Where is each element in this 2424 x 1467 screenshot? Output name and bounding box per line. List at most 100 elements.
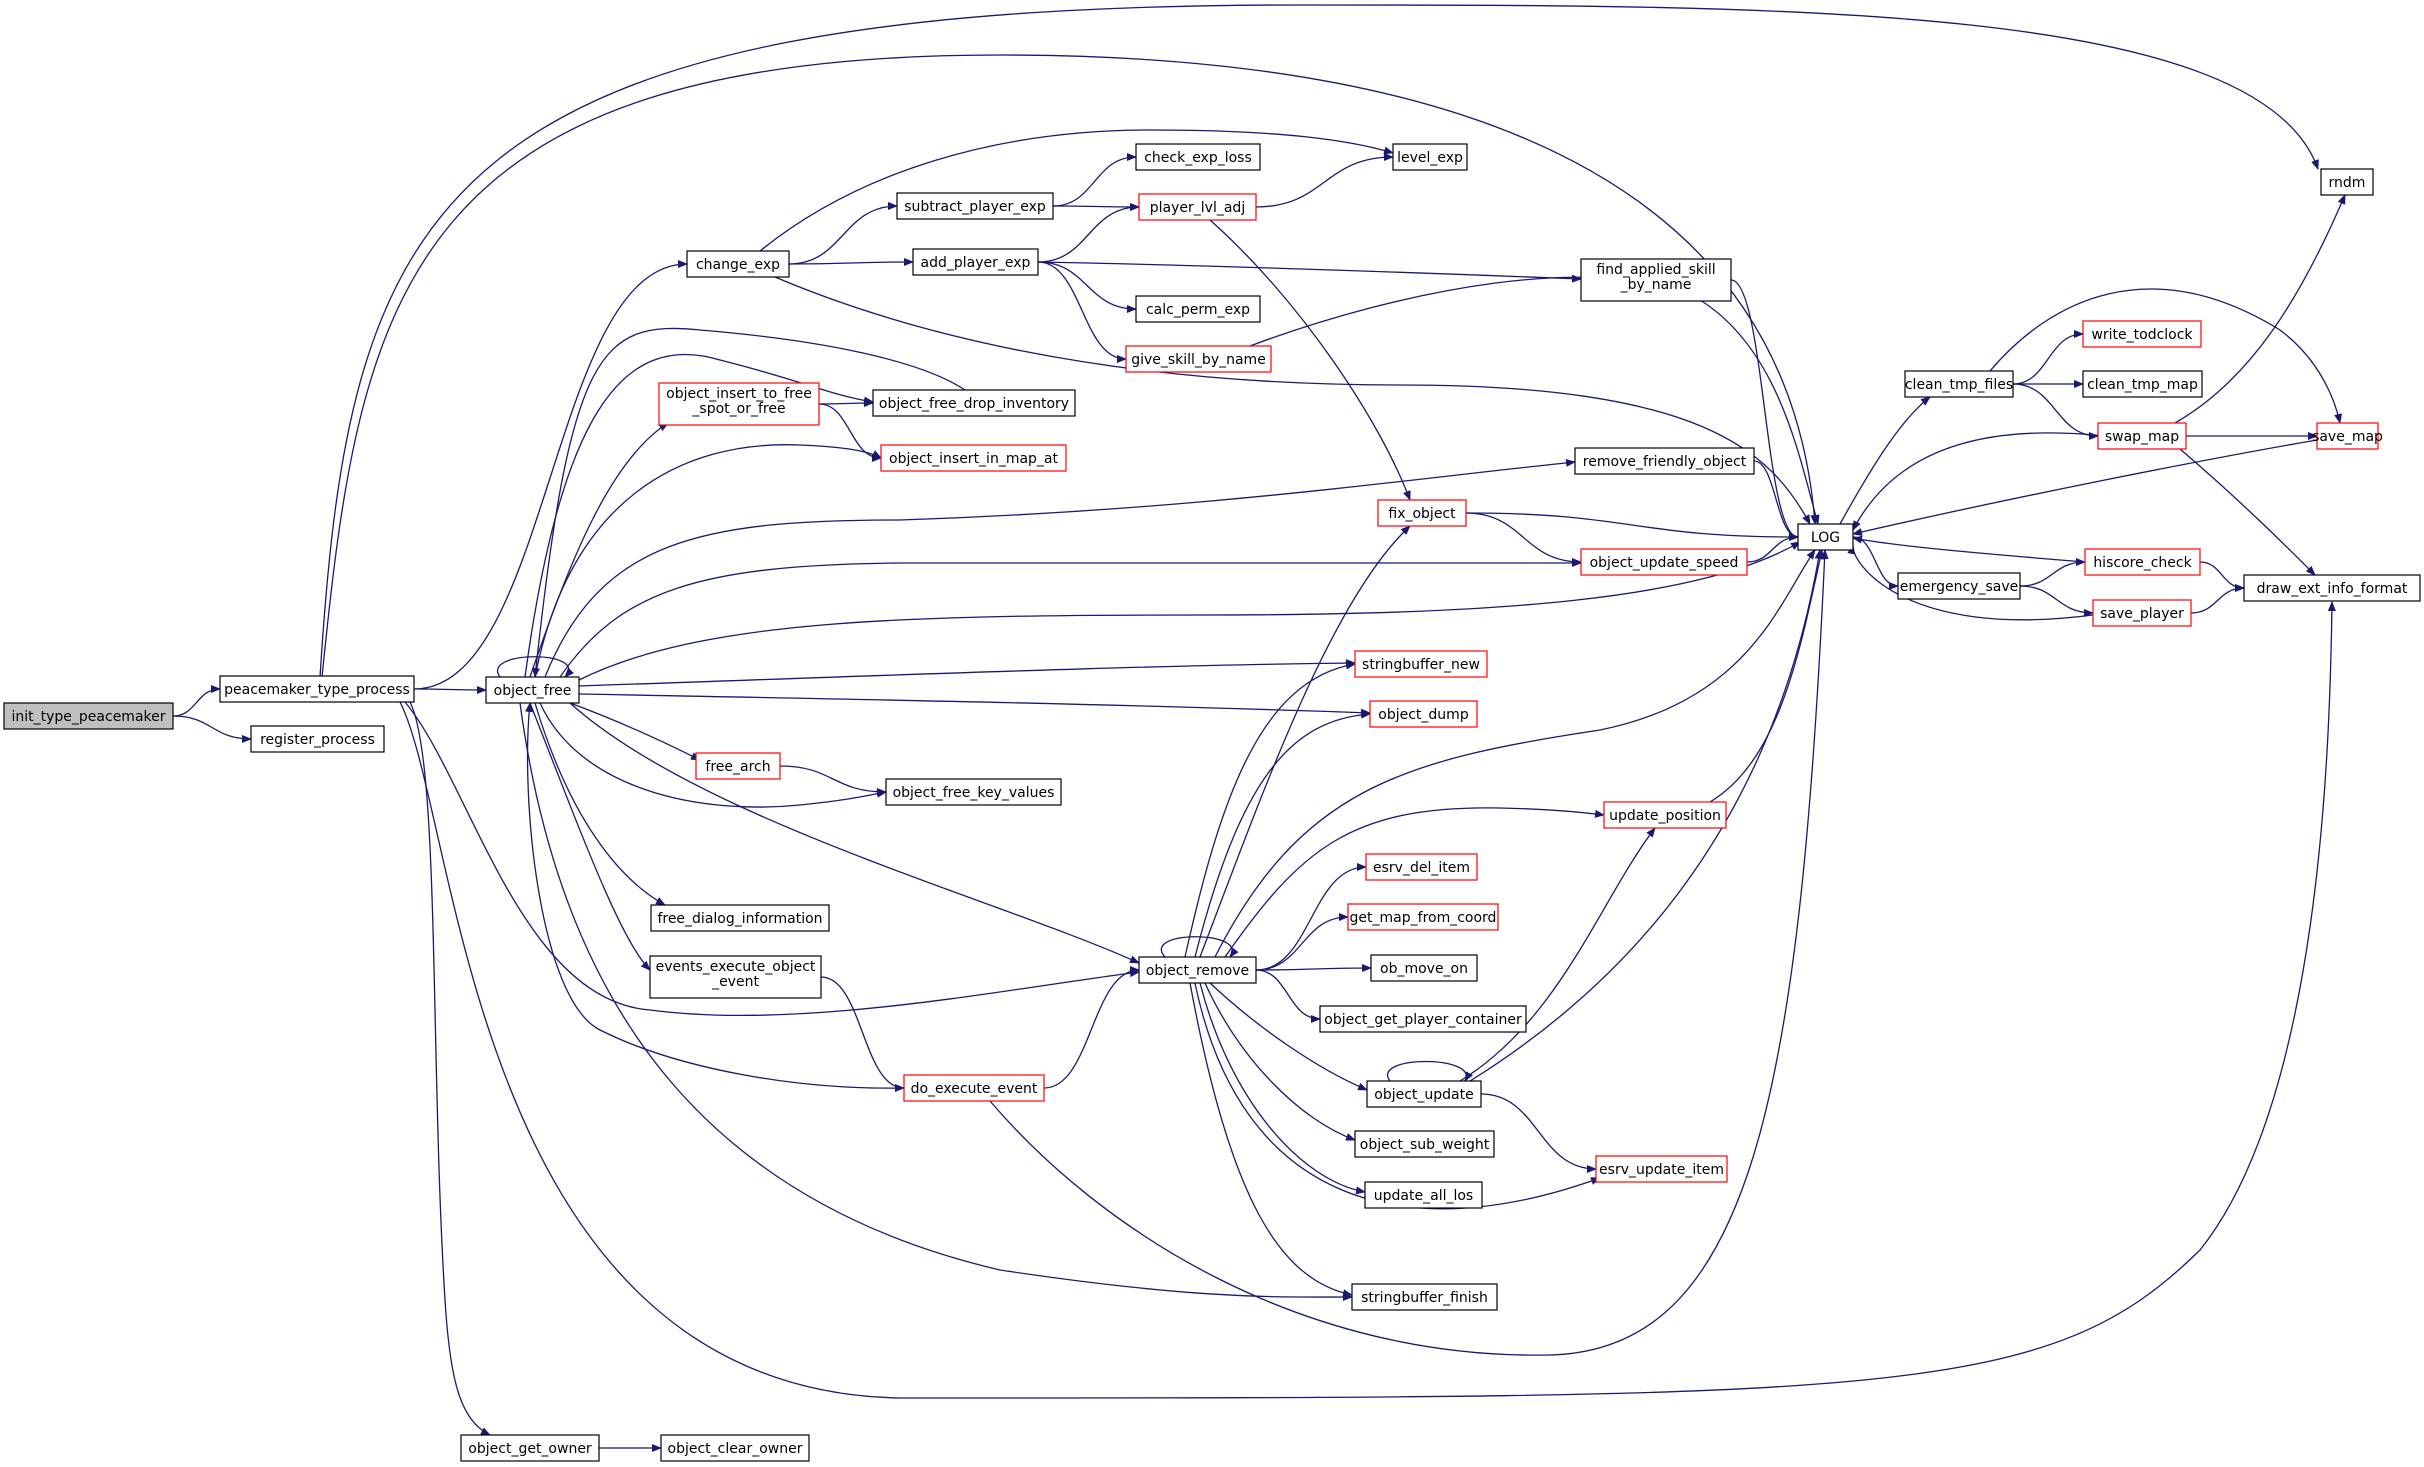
node-box[interactable] [3,702,174,730]
node-box[interactable] [1354,1130,1495,1158]
node-box[interactable] [1351,1283,1498,1311]
node-box[interactable] [1370,954,1478,982]
node-box[interactable] [885,778,1062,806]
node-box[interactable] [2316,422,2379,450]
node-check-exp-loss[interactable]: check_exp_loss [1135,143,1261,171]
node-box[interactable] [1897,572,2021,600]
node-free-dialog-information[interactable]: free_dialog_information [650,904,830,932]
node-LOG[interactable]: LOG [1797,523,1854,551]
node-box[interactable] [1135,295,1261,323]
node-find-applied-skill[interactable]: find_applied_skill_by_name [1580,258,1732,302]
node-save-map[interactable]: save_map [2312,422,2383,450]
node-ob-move-on[interactable]: ob_move_on [1370,954,1478,982]
node-object-dump[interactable]: object_dump [1369,700,1478,728]
node-box[interactable] [2320,168,2374,196]
node-box[interactable] [460,1434,600,1462]
node-box[interactable] [2092,599,2192,627]
node-level-exp[interactable]: level_exp [1392,143,1468,171]
node-box[interactable] [1377,499,1467,527]
node-write-todclock[interactable]: write_todclock [2082,320,2202,348]
node-emergency-save[interactable]: emergency_save [1897,572,2021,600]
node-box[interactable] [1138,193,1257,221]
node-change-exp[interactable]: change_exp [686,250,790,278]
node-object-free[interactable]: object_free [485,676,580,704]
node-box[interactable] [1595,1155,1728,1183]
node-rndm[interactable]: rndm [2320,168,2374,196]
node-events-execute-object-event[interactable]: events_execute_object_event [649,955,822,999]
node-box[interactable] [2084,548,2201,576]
node-box[interactable] [660,1434,810,1462]
node-box[interactable] [1354,650,1488,678]
node-object-insert-to-free[interactable]: object_insert_to_free_spot_or_free [658,382,820,426]
node-hiscore-check[interactable]: hiscore_check [2084,548,2201,576]
node-esrv-update-item[interactable]: esrv_update_item [1595,1155,1728,1183]
node-draw-ext-info-format[interactable]: draw_ext_info_format [2243,574,2421,602]
node-box[interactable] [2082,370,2203,398]
node-update-all-los[interactable]: update_all_los [1364,1181,1483,1209]
node-init-type-peacemaker[interactable]: init_type_peacemaker [3,702,174,730]
node-box[interactable] [1125,345,1272,373]
node-box[interactable] [1603,801,1727,829]
node-esrv-del-item[interactable]: esrv_del_item [1365,853,1478,881]
node-box[interactable] [1904,370,2014,398]
node-box[interactable] [1797,523,1854,551]
node-box[interactable] [2243,574,2421,602]
node-box[interactable] [1138,956,1257,984]
node-update-position[interactable]: update_position [1603,801,1727,829]
node-box[interactable] [1135,143,1261,171]
node-clean-tmp-files[interactable]: clean_tmp_files [1904,370,2014,398]
node-box[interactable] [1364,1181,1483,1209]
node-register-process[interactable]: register_process [250,725,385,753]
node-object-clear-owner[interactable]: object_clear_owner [660,1434,810,1462]
node-peacemaker-type-process[interactable]: peacemaker_type_process [219,675,415,703]
node-box[interactable] [649,955,822,999]
node-object-get-player-container[interactable]: object_get_player_container [1319,1005,1527,1033]
node-object-free-drop-inventory[interactable]: object_free_drop_inventory [872,389,1076,417]
node-calc-perm-exp[interactable]: calc_perm_exp [1135,295,1261,323]
node-box[interactable] [880,444,1067,472]
node-box[interactable] [686,250,790,278]
node-object-update-speed[interactable]: object_update_speed [1580,548,1748,576]
node-box[interactable] [2097,422,2187,450]
node-free-arch[interactable]: free_arch [695,752,781,780]
node-give-skill-by-name[interactable]: give_skill_by_name [1125,345,1272,373]
node-box[interactable] [912,248,1039,276]
node-stringbuffer-new[interactable]: stringbuffer_new [1354,650,1488,678]
node-do-execute-event[interactable]: do_execute_event [903,1074,1045,1102]
node-swap-map[interactable]: swap_map [2097,422,2187,450]
node-box[interactable] [2082,320,2202,348]
node-box[interactable] [1369,700,1478,728]
node-box[interactable] [658,382,820,426]
node-get-map-from-coord[interactable]: get_map_from_coord [1347,903,1499,931]
node-box[interactable] [1580,548,1748,576]
node-box[interactable] [1319,1005,1527,1033]
node-add-player-exp[interactable]: add_player_exp [912,248,1039,276]
node-object-free-key-values[interactable]: object_free_key_values [885,778,1062,806]
node-box[interactable] [695,752,781,780]
node-object-get-owner[interactable]: object_get_owner [460,1434,600,1462]
node-object-remove[interactable]: object_remove [1138,956,1257,984]
node-save-player[interactable]: save_player [2092,599,2192,627]
node-object-sub-weight[interactable]: object_sub_weight [1354,1130,1495,1158]
node-object-update[interactable]: object_update [1366,1080,1482,1108]
node-clean-tmp-map[interactable]: clean_tmp_map [2082,370,2203,398]
node-box[interactable] [903,1074,1045,1102]
node-box[interactable] [1365,853,1478,881]
node-box[interactable] [219,675,415,703]
node-subtract-player-exp[interactable]: subtract_player_exp [896,192,1054,220]
node-stringbuffer-finish[interactable]: stringbuffer_finish [1351,1283,1498,1311]
node-box[interactable] [1392,143,1468,171]
node-box[interactable] [1366,1080,1482,1108]
node-box[interactable] [896,192,1054,220]
node-box[interactable] [485,676,580,704]
node-box[interactable] [1347,903,1499,931]
node-box[interactable] [1580,258,1732,302]
node-box[interactable] [650,904,830,932]
node-box[interactable] [250,725,385,753]
node-box[interactable] [1574,447,1755,475]
node-box[interactable] [872,389,1076,417]
node-player-lvl-adj[interactable]: player_lvl_adj [1138,193,1257,221]
node-fix-object[interactable]: fix_object [1377,499,1467,527]
node-remove-friendly-object[interactable]: remove_friendly_object [1574,447,1755,475]
node-object-insert-in-map-at[interactable]: object_insert_in_map_at [880,444,1067,472]
